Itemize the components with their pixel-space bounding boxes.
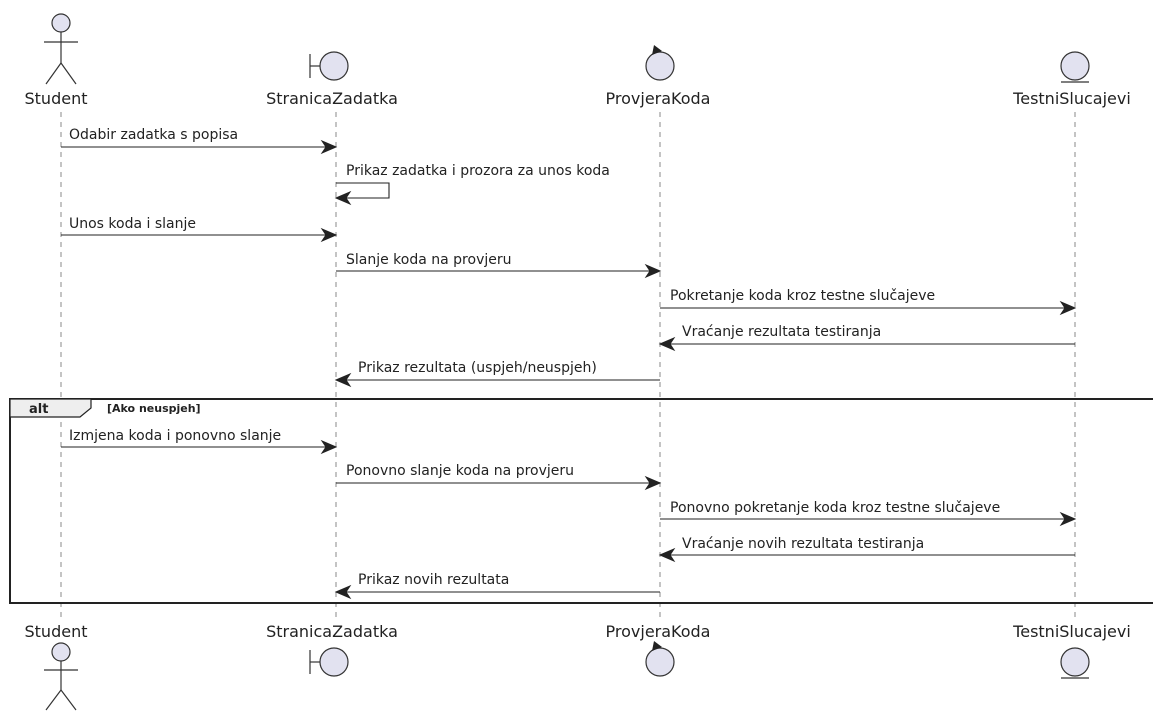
- boundary-icon: [309, 647, 349, 677]
- entity-icon: [1060, 647, 1090, 679]
- arrowhead: [644, 263, 662, 279]
- actor-icon: [44, 642, 78, 711]
- message-label: Prikaz zadatka i prozora za unos koda: [346, 163, 610, 179]
- arrowhead: [320, 227, 338, 243]
- participant-label-student: Student: [25, 89, 88, 108]
- alt-operator-label: alt: [29, 402, 48, 417]
- boundary-icon: [309, 51, 349, 81]
- control-icon: [645, 641, 675, 677]
- participant-label-testni-slucajevi: TestniSlucajevi: [1012, 622, 1131, 641]
- arrowhead: [644, 475, 662, 491]
- message-label: Pokretanje koda kroz testne slučajeve: [670, 288, 935, 304]
- participant-label-provjera-koda: ProvjeraKoda: [606, 622, 711, 641]
- alt-fragment: [9, 398, 1153, 604]
- message-label: Vraćanje novih rezultata testiranja: [682, 536, 924, 552]
- participant-label-student: Student: [25, 622, 88, 641]
- arrowhead: [334, 584, 352, 600]
- message-label: Unos koda i slanje: [69, 216, 196, 232]
- arrowhead: [658, 336, 676, 352]
- message-label: Odabir zadatka s popisa: [69, 127, 238, 143]
- arrowhead: [334, 190, 352, 206]
- message-label: Slanje koda na provjeru: [346, 252, 512, 268]
- alt-condition-label: [Ako neuspjeh]: [107, 402, 201, 415]
- message-label: Prikaz novih rezultata: [358, 572, 509, 588]
- actor-icon: [44, 13, 78, 85]
- control-icon: [645, 45, 675, 81]
- entity-icon: [1060, 51, 1090, 83]
- message-label: Izmjena koda i ponovno slanje: [69, 428, 281, 444]
- participant-label-provjera-koda: ProvjeraKoda: [606, 89, 711, 108]
- arrowhead: [334, 372, 352, 388]
- self-message-arrow: [336, 182, 390, 199]
- participant-label-testni-slucajevi: TestniSlucajevi: [1012, 89, 1131, 108]
- arrowhead: [320, 439, 338, 455]
- arrowhead: [658, 547, 676, 563]
- participant-label-stranica-zadatka: StranicaZadatka: [266, 622, 398, 641]
- message-label: Prikaz rezultata (uspjeh/neuspjeh): [358, 360, 597, 376]
- message-label: Vraćanje rezultata testiranja: [682, 324, 881, 340]
- message-label: Ponovno slanje koda na provjeru: [346, 463, 574, 479]
- participant-label-stranica-zadatka: StranicaZadatka: [266, 89, 398, 108]
- arrowhead: [1059, 511, 1077, 527]
- message-label: Ponovno pokretanje koda kroz testne sluč…: [670, 500, 1000, 516]
- arrowhead: [1059, 300, 1077, 316]
- arrowhead: [320, 139, 338, 155]
